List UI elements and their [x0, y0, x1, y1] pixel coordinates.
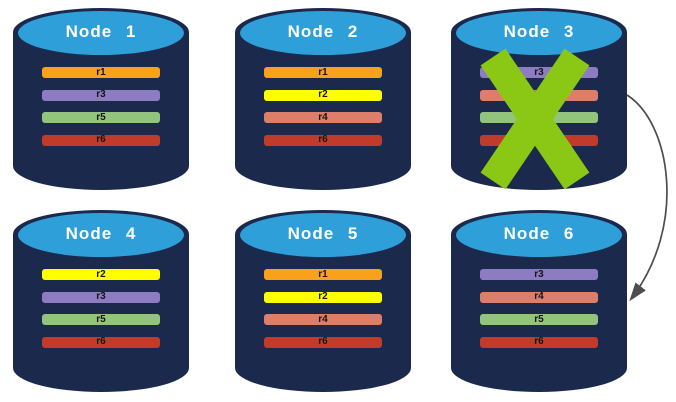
replica-bar: r5: [42, 112, 160, 123]
node-2: Node 2 r1 r2 r4 r6: [235, 8, 411, 190]
replica-label: r1: [96, 66, 106, 78]
replica-bar: r3: [480, 67, 598, 78]
replica-bar: r6: [264, 134, 382, 146]
replica-bar: r4: [480, 89, 598, 101]
node-3-cylinder-top: Node 3: [456, 11, 622, 55]
replica-bar: r5: [42, 314, 160, 325]
replica-label: r5: [534, 313, 544, 325]
replica-bar: r4: [480, 291, 598, 303]
replica-label: r1: [318, 268, 328, 280]
node-title: Node 4: [65, 224, 137, 243]
node-1-cylinder-top: Node 1: [18, 11, 184, 55]
replica-label: r4: [534, 89, 544, 100]
replica-label: r4: [318, 313, 328, 325]
replica-bar: r2: [42, 269, 160, 280]
replica-label: r6: [318, 336, 328, 347]
node-6-cylinder-top: Node 6: [456, 213, 622, 257]
node-title: Node 2: [287, 22, 359, 41]
replica-bar: r3: [42, 89, 160, 101]
node-title: Node 5: [287, 224, 359, 243]
replica-label: r5: [96, 111, 106, 123]
replica-label: r4: [318, 111, 328, 123]
replica-bar: r3: [480, 269, 598, 280]
node-6: Node 6 r3 r4 r5 r6: [451, 210, 627, 392]
replica-bar: r4: [264, 112, 382, 123]
replica-bar: r1: [264, 67, 382, 78]
replica-bar: r2: [264, 89, 382, 101]
replica-label: r2: [96, 268, 106, 280]
replica-bar: r5: [480, 112, 598, 123]
replica-label: r1: [318, 66, 328, 78]
replica-list: r3 r4 r5 r6: [480, 269, 598, 359]
replica-label: r6: [96, 336, 106, 347]
failover-arrow-icon: [626, 94, 668, 302]
replica-label: r6: [534, 134, 544, 145]
replica-label: r3: [534, 66, 544, 78]
replica-bar: r1: [264, 269, 382, 280]
replica-label: r3: [534, 268, 544, 280]
replica-bar: r4: [264, 314, 382, 325]
replica-label: r4: [534, 291, 544, 302]
node-5-cylinder-top: Node 5: [240, 213, 406, 257]
replica-bar: r6: [480, 134, 598, 146]
node-title: Node 3: [503, 22, 575, 41]
node-2-cylinder-top: Node 2: [240, 11, 406, 55]
replica-list: r1 r2 r4 r6: [264, 269, 382, 359]
node-1: Node 1 r1 r3 r5 r6: [13, 8, 189, 190]
replica-bar: r1: [42, 67, 160, 78]
replica-bar: r2: [264, 291, 382, 303]
replica-list: r1 r2 r4 r6: [264, 67, 382, 157]
replica-bar: r6: [480, 336, 598, 348]
replica-label: r6: [318, 134, 328, 145]
replica-label: r5: [96, 313, 106, 325]
replica-label: r5: [534, 111, 544, 123]
node-5: Node 5 r1 r2 r4 r6: [235, 210, 411, 392]
node-title: Node 6: [503, 224, 575, 243]
replica-bar: r5: [480, 314, 598, 325]
replica-label: r3: [96, 291, 106, 302]
replica-label: r6: [96, 134, 106, 145]
replica-label: r6: [534, 336, 544, 347]
replica-list: r2 r3 r5 r6: [42, 269, 160, 359]
replica-label: r2: [318, 89, 328, 100]
replica-bar: r6: [42, 336, 160, 348]
replica-bar: r6: [264, 336, 382, 348]
node-3: Node 3 r3 r4 r5 r6: [451, 8, 627, 190]
node-title: Node 1: [65, 22, 137, 41]
replica-list: r1 r3 r5 r6: [42, 67, 160, 157]
replica-bar: r6: [42, 134, 160, 146]
replica-list: r3 r4 r5 r6: [480, 67, 598, 157]
node-4: Node 4 r2 r3 r5 r6: [13, 210, 189, 392]
replica-label: r3: [96, 89, 106, 100]
node-4-cylinder-top: Node 4: [18, 213, 184, 257]
replica-label: r2: [318, 291, 328, 302]
replica-bar: r3: [42, 291, 160, 303]
